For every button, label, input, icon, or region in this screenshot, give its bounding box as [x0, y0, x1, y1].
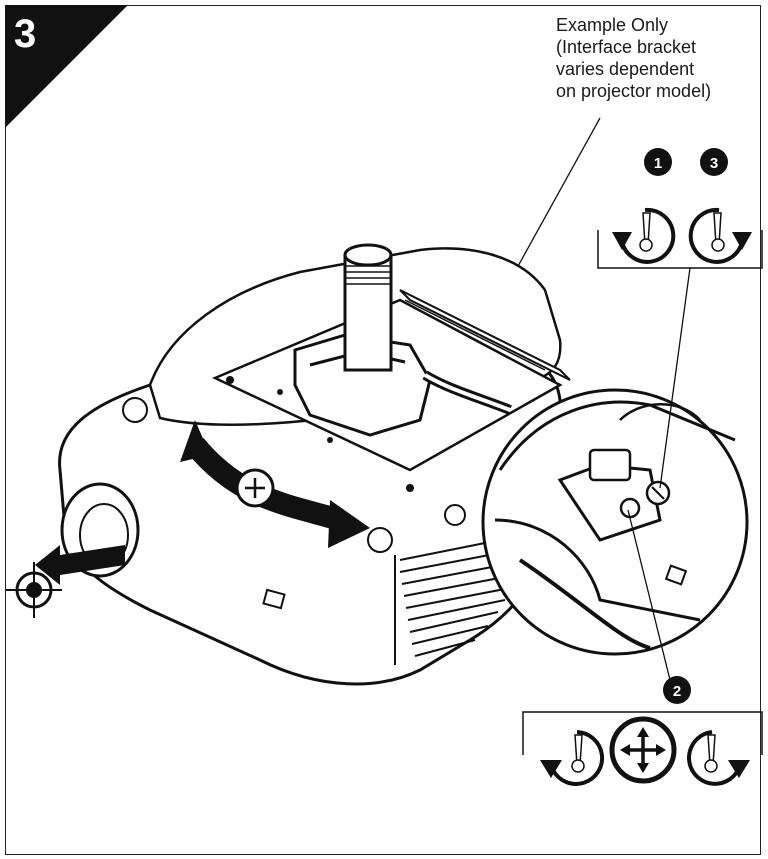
example-note: Example Only (Interface bracket varies d… [556, 14, 761, 102]
note-line-1: Example Only [556, 15, 669, 35]
leader-line-top-screw [659, 267, 691, 489]
note-line-4: on projector model) [556, 81, 712, 101]
badge-2-label: 2 [673, 683, 681, 700]
ceiling-mount-head [293, 243, 512, 437]
badge-2 [663, 676, 691, 704]
bottom-callout: 2 [522, 676, 763, 786]
move-all-directions-icon [609, 716, 677, 784]
note-line-3: varies dependent [556, 59, 695, 79]
rotation-arrow-icon [180, 420, 370, 548]
lens-target-icon [6, 562, 62, 618]
lens-direction-arrow-icon [35, 545, 125, 585]
rotate-clockwise-screw-icon [688, 207, 752, 264]
step-number: 3 [14, 12, 37, 56]
move-center-icon [245, 478, 265, 498]
step-corner-banner [5, 5, 128, 128]
note-line-2: (Interface bracket [556, 37, 697, 57]
top-callout: 1 3 [597, 148, 763, 269]
rotate-clockwise-screw-icon [687, 730, 750, 786]
rotate-counterclockwise-screw-icon [612, 207, 676, 264]
badge-1-label: 1 [654, 155, 662, 172]
badge-1 [644, 148, 672, 176]
rotate-counterclockwise-screw-icon [540, 730, 604, 786]
leader-line-bottom-screw [627, 509, 671, 681]
badge-3-label: 3 [710, 155, 718, 172]
badge-3 [700, 148, 728, 176]
projector-body [58, 247, 567, 686]
detail-magnifier [481, 388, 749, 656]
